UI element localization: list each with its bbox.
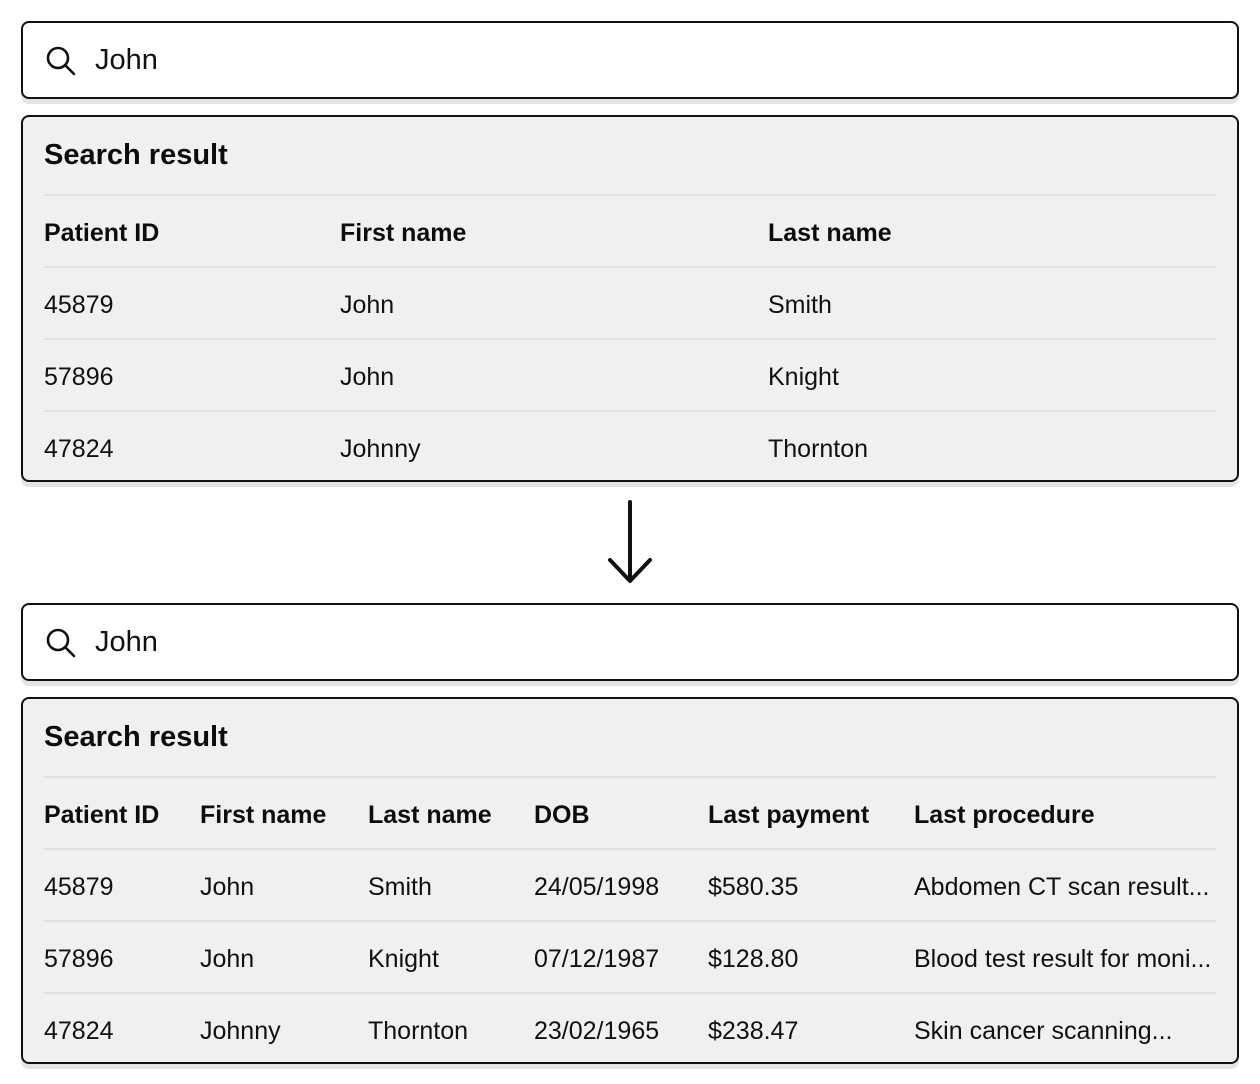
table-row[interactable]: 45879 John Smith 24/05/1998 $580.35 Abdo… bbox=[44, 851, 1216, 923]
table-row[interactable]: 47824 Johnny Thornton bbox=[44, 413, 1216, 485]
cell-dob: 07/12/1987 bbox=[534, 945, 660, 973]
cell-last-payment: $128.80 bbox=[708, 945, 799, 973]
column-header-last-payment[interactable]: Last payment bbox=[708, 801, 870, 829]
search-results-panel-after: Search result Patient ID First name Last… bbox=[21, 697, 1239, 1064]
search-input-after[interactable]: John bbox=[21, 603, 1239, 681]
cell-first-name: John bbox=[340, 291, 395, 319]
cell-patient-id: 45879 bbox=[44, 873, 114, 901]
table-header-row: Patient ID First name Last name bbox=[44, 197, 1216, 269]
column-header-dob[interactable]: DOB bbox=[534, 801, 590, 829]
cell-patient-id: 45879 bbox=[44, 291, 114, 319]
cell-last-name: Knight bbox=[368, 945, 439, 973]
cell-patient-id: 57896 bbox=[44, 363, 114, 391]
divider bbox=[44, 338, 1216, 340]
search-value: John bbox=[95, 43, 158, 76]
cell-dob: 24/05/1998 bbox=[534, 873, 660, 901]
arrow-down-icon bbox=[608, 500, 652, 583]
cell-last-name: Knight bbox=[768, 363, 839, 391]
column-header-first-name[interactable]: First name bbox=[200, 801, 327, 829]
table-row[interactable]: 57896 John Knight 07/12/1987 $128.80 Blo… bbox=[44, 923, 1216, 995]
cell-last-name: Smith bbox=[768, 291, 832, 319]
cell-patient-id: 47824 bbox=[44, 1017, 114, 1045]
cell-first-name: John bbox=[200, 945, 255, 973]
cell-patient-id: 57896 bbox=[44, 945, 114, 973]
cell-first-name: Johnny bbox=[340, 435, 421, 463]
divider bbox=[44, 848, 1216, 850]
cell-last-name: Thornton bbox=[368, 1017, 469, 1045]
cell-last-procedure: Abdomen CT scan result... bbox=[914, 873, 1210, 901]
table-row[interactable]: 57896 John Knight bbox=[44, 341, 1216, 413]
cell-last-name: Smith bbox=[368, 873, 432, 901]
search-input-before[interactable]: John bbox=[21, 21, 1239, 99]
column-header-last-procedure[interactable]: Last procedure bbox=[914, 801, 1095, 829]
divider bbox=[44, 194, 1216, 196]
column-header-last-name[interactable]: Last name bbox=[768, 219, 892, 247]
divider bbox=[44, 776, 1216, 778]
search-icon bbox=[46, 46, 76, 76]
table-header-row: Patient ID First name Last name DOB Last… bbox=[44, 779, 1216, 851]
column-header-last-name[interactable]: Last name bbox=[368, 801, 492, 829]
cell-last-procedure: Skin cancer scanning... bbox=[914, 1017, 1173, 1045]
cell-patient-id: 47824 bbox=[44, 435, 114, 463]
divider bbox=[44, 920, 1216, 922]
column-header-patient-id[interactable]: Patient ID bbox=[44, 219, 160, 247]
divider bbox=[44, 410, 1216, 412]
cell-last-procedure: Blood test result for moni... bbox=[914, 945, 1212, 973]
panel-title: Search result bbox=[44, 139, 228, 171]
column-header-patient-id[interactable]: Patient ID bbox=[44, 801, 160, 829]
divider bbox=[44, 266, 1216, 268]
table-row[interactable]: 45879 John Smith bbox=[44, 269, 1216, 341]
search-value: John bbox=[95, 625, 158, 658]
cell-first-name: Johnny bbox=[200, 1017, 281, 1045]
table-row[interactable]: 47824 Johnny Thornton 23/02/1965 $238.47… bbox=[44, 995, 1216, 1067]
divider bbox=[44, 992, 1216, 994]
search-results-panel-before: Search result Patient ID First name Last… bbox=[21, 115, 1239, 482]
cell-first-name: John bbox=[340, 363, 395, 391]
cell-last-payment: $238.47 bbox=[708, 1017, 799, 1045]
search-icon bbox=[46, 628, 76, 658]
column-header-first-name[interactable]: First name bbox=[340, 219, 467, 247]
cell-last-name: Thornton bbox=[768, 435, 869, 463]
panel-title: Search result bbox=[44, 721, 228, 753]
cell-first-name: John bbox=[200, 873, 255, 901]
cell-dob: 23/02/1965 bbox=[534, 1017, 660, 1045]
cell-last-payment: $580.35 bbox=[708, 873, 799, 901]
